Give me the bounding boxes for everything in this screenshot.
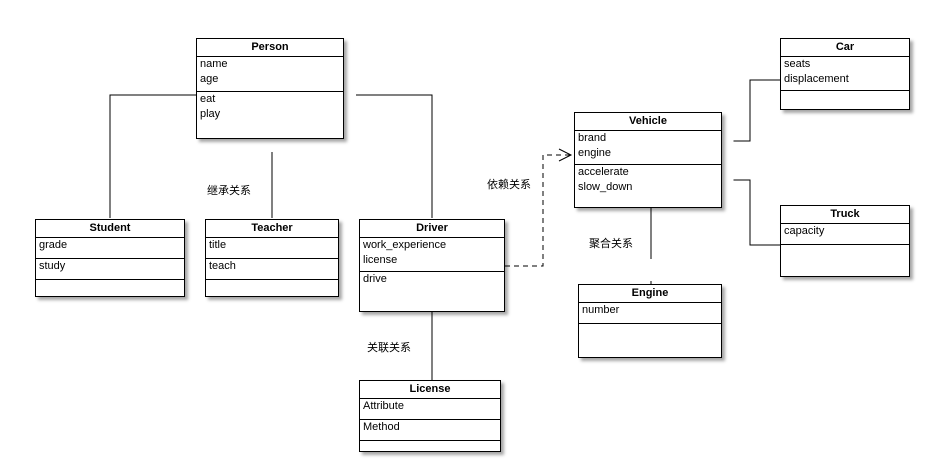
attribute-row: age [200,73,219,85]
class-attributes-teacher: title [206,238,338,259]
edge-label-association: 关联关系 [367,342,411,354]
class-title-vehicle: Vehicle [575,113,721,131]
class-methods-person: eat play [197,92,343,122]
class-title-truck: Truck [781,206,909,224]
edge-label-inheritance: 继承关系 [207,185,251,197]
link-car-vehicle [722,79,780,142]
attribute-row: displacement [784,73,849,85]
class-box-engine[interactable]: Engine number [578,284,722,358]
class-title-license: License [360,381,500,399]
class-attributes-vehicle: brand engine [575,131,721,165]
attribute-row: number [582,304,620,316]
class-methods-student: study [36,259,184,280]
attribute-row: Attribute [363,400,404,412]
class-attributes-car: seats displacement [781,57,909,91]
class-box-vehicle[interactable]: Vehicle brand engine accelerate slow_dow… [574,112,722,208]
method-row: slow_down [578,181,633,193]
link-driver-vehicle [505,154,570,267]
inheritance-arrow-car [722,135,734,147]
class-box-license[interactable]: License Attribute Method [359,380,501,452]
class-methods-vehicle: accelerate slow_down [575,165,721,195]
method-row: play [200,108,221,120]
class-box-student[interactable]: Student grade study [35,219,185,297]
class-box-driver[interactable]: Driver work_experience license drive [359,219,505,312]
attribute-row: license [363,254,398,266]
attribute-row: name [200,58,228,70]
class-methods-driver: drive [360,272,504,287]
class-box-person[interactable]: Person name age eat play [196,38,344,139]
inheritance-arrow-truck [722,174,734,186]
link-student-person [109,94,196,218]
attribute-row: engine [578,147,612,159]
class-attributes-engine: number [579,303,721,324]
attribute-row: work_experience [363,239,447,251]
attribute-row: title [209,239,227,251]
class-title-student: Student [36,220,184,238]
attribute-row: brand [578,132,607,144]
inheritance-arrow-driver [344,89,356,101]
attribute-row: grade [39,239,68,251]
class-attributes-truck: capacity [781,224,909,245]
class-title-engine: Engine [579,285,721,303]
method-row: study [39,260,66,272]
class-methods-license: Method [360,420,500,441]
class-title-teacher: Teacher [206,220,338,238]
link-truck-vehicle [722,179,780,246]
class-attributes-driver: work_experience license [360,238,504,272]
class-methods-teacher: teach [206,259,338,280]
method-row: eat [200,93,216,105]
method-row: accelerate [578,166,629,178]
edge-label-dependency: 依赖关系 [487,179,531,191]
class-box-car[interactable]: Car seats displacement [780,38,910,110]
inheritance-arrow-teacher [266,141,278,152]
edge-label-aggregation: 聚合关系 [589,238,633,250]
class-attributes-license: Attribute [360,399,500,420]
attribute-row: capacity [784,225,825,237]
class-box-truck[interactable]: Truck capacity [780,205,910,277]
class-title-person: Person [197,39,343,57]
method-row: teach [209,260,236,272]
aggregation-diamond [644,259,658,281]
attribute-row: seats [784,58,811,70]
dependency-arrowhead [558,148,573,162]
class-box-teacher[interactable]: Teacher title teach [205,219,339,297]
class-attributes-person: name age [197,57,343,92]
method-row: Method [363,421,400,433]
class-title-car: Car [781,39,909,57]
link-driver-person [356,94,433,218]
class-attributes-student: grade [36,238,184,259]
method-row: drive [363,273,387,285]
class-title-driver: Driver [360,220,504,238]
